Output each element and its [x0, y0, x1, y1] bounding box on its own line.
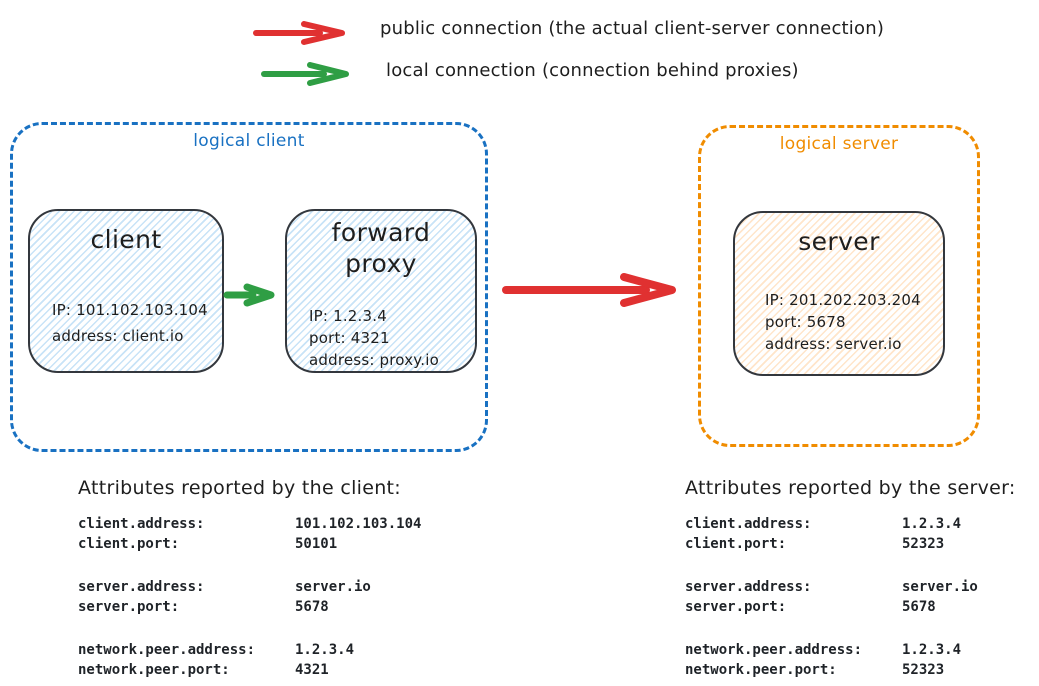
client-node-title: client — [90, 225, 162, 254]
attr-key: server.address: — [78, 579, 205, 595]
attr-value: server.io — [902, 579, 978, 595]
attr-value: 50101 — [295, 536, 338, 552]
server-attributes-block: Attributes reported by the server: clien… — [685, 477, 1039, 686]
table-row: server.port: 5678 — [685, 597, 1039, 617]
attr-value: 5678 — [295, 599, 329, 615]
attr-key: network.peer.port: — [78, 662, 230, 678]
attr-key: client.port: — [78, 536, 180, 552]
client-node: client IP: 101.102.103.104 address: clie… — [28, 209, 224, 373]
attr-key: server.port: — [685, 599, 787, 615]
attr-group-client: client.address: 1.2.3.4 client.port: 523… — [685, 514, 1039, 554]
server-ip: IP: 201.202.203.204 — [765, 291, 921, 309]
attr-value: server.io — [295, 579, 371, 595]
server-node-details: IP: 201.202.203.204 port: 5678 address: … — [765, 289, 921, 355]
attr-group-server: server.address: server.io server.port: 5… — [685, 577, 1039, 617]
client-ip: IP: 101.102.103.104 — [52, 301, 208, 319]
attr-key: client.address: — [685, 516, 812, 532]
attr-value: 101.102.103.104 — [295, 516, 422, 532]
attr-value: 1.2.3.4 — [902, 642, 962, 658]
legend-label-public-connection: public connection (the actual client-ser… — [380, 18, 885, 39]
attr-group-client: client.address: 101.102.103.104 client.p… — [78, 514, 478, 554]
logical-server-label: logical server — [779, 134, 899, 154]
proxy-ip: IP: 1.2.3.4 — [309, 307, 387, 325]
server-node: server IP: 201.202.203.204 port: 5678 ad… — [733, 211, 945, 376]
green-arrow-icon — [261, 62, 349, 86]
attr-value: 5678 — [902, 599, 936, 615]
attr-value: 1.2.3.4 — [902, 516, 962, 532]
attr-group-network-peer: network.peer.address: 1.2.3.4 network.pe… — [685, 640, 1039, 680]
logical-client-label: logical client — [193, 131, 305, 151]
table-row: network.peer.port: 4321 — [78, 660, 478, 680]
table-row: client.address: 1.2.3.4 — [685, 514, 1039, 534]
forward-proxy-node-title: forward proxy — [331, 218, 431, 278]
attr-value: 52323 — [902, 536, 945, 552]
legend-label-local-connection: local connection (connection behind prox… — [386, 60, 799, 81]
table-row: client.port: 52323 — [685, 534, 1039, 554]
proxy-address: address: proxy.io — [309, 351, 439, 369]
table-row: client.address: 101.102.103.104 — [78, 514, 478, 534]
server-attributes-heading: Attributes reported by the server: — [685, 477, 1016, 499]
logical-client-group: logical client client IP: 101.102.103.10… — [10, 122, 488, 452]
attr-key: client.address: — [78, 516, 205, 532]
local-connection-arrow-icon — [223, 283, 275, 307]
client-address: address: client.io — [52, 327, 184, 345]
client-attributes-heading: Attributes reported by the client: — [78, 477, 402, 499]
attr-value: 4321 — [295, 662, 329, 678]
forward-proxy-details: IP: 1.2.3.4 port: 4321 address: proxy.io — [309, 305, 439, 371]
table-row: server.address: server.io — [78, 577, 478, 597]
table-row: server.address: server.io — [685, 577, 1039, 597]
red-arrow-icon — [253, 21, 345, 45]
attr-key: server.address: — [685, 579, 812, 595]
attr-key: server.port: — [78, 599, 180, 615]
table-row: server.port: 5678 — [78, 597, 478, 617]
attr-key: network.peer.address: — [685, 642, 863, 658]
attr-value: 52323 — [902, 662, 945, 678]
table-row: network.peer.address: 1.2.3.4 — [78, 640, 478, 660]
logical-server-group: logical server server IP: 201.202.203.20… — [698, 125, 980, 447]
server-port: port: 5678 — [765, 313, 846, 331]
table-row: network.peer.address: 1.2.3.4 — [685, 640, 1039, 660]
attr-group-network-peer: network.peer.address: 1.2.3.4 network.pe… — [78, 640, 478, 680]
proxy-port: port: 4321 — [309, 329, 390, 347]
table-row: network.peer.port: 52323 — [685, 660, 1039, 680]
attr-key: client.port: — [685, 536, 787, 552]
server-node-title: server — [798, 227, 880, 256]
client-attributes-list: client.address: 101.102.103.104 client.p… — [78, 514, 478, 680]
table-row: client.port: 50101 — [78, 534, 478, 554]
attr-value: 1.2.3.4 — [295, 642, 355, 658]
attr-key: network.peer.address: — [78, 642, 256, 658]
client-node-details: IP: 101.102.103.104 address: client.io — [52, 297, 208, 349]
forward-proxy-node: forward proxy IP: 1.2.3.4 port: 4321 add… — [285, 209, 477, 373]
server-attributes-list: client.address: 1.2.3.4 client.port: 523… — [685, 514, 1039, 680]
attr-group-server: server.address: server.io server.port: 5… — [78, 577, 478, 617]
server-address: address: server.io — [765, 335, 902, 353]
attr-key: network.peer.port: — [685, 662, 837, 678]
public-connection-arrow-icon — [502, 273, 676, 307]
client-attributes-block: Attributes reported by the client: clien… — [78, 477, 478, 686]
